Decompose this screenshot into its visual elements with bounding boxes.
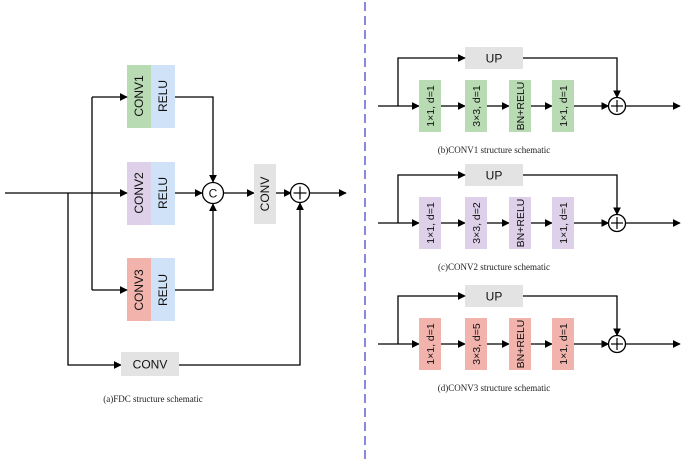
relu3-to-concat: [175, 203, 217, 291]
shortcut-conv-to-add: [179, 202, 304, 366]
panel-a: CONV1 RELU CONV2 RELU CONV3 RELU C CONV …: [5, 65, 347, 404]
conv1-up-label: UP: [486, 52, 503, 66]
conv3-caption: (d)CONV3 structure schematic: [438, 383, 550, 393]
conv3-block-2-label: 3×3, d=5: [471, 323, 483, 365]
relu3-block: [151, 258, 175, 321]
relu1-label: RELU: [156, 80, 170, 112]
conv1-block-1-label: 1×1, d=1: [425, 85, 437, 127]
panel-conv2: UP 1×1, d=1 3×3, d=2 BN+RELU 1×1, d=1 (c)CONV…: [378, 164, 681, 272]
conv1-caption: (b)CONV1 structure schematic: [438, 145, 550, 155]
conv2-label: CONV2: [132, 172, 146, 214]
conv3-block-4: [552, 318, 574, 370]
conv3-skip-out: [523, 295, 621, 337]
conv2-skip-out: [523, 174, 621, 216]
conv3-block-3: [509, 318, 531, 370]
conv-after-concat: [254, 164, 276, 224]
conv2-block-3: [509, 197, 531, 249]
caption-a: (a)FDC structure schematic: [103, 394, 202, 404]
conv-after-concat-label: CONV: [258, 177, 272, 212]
conv1-block-2-label: 3×3, d=1: [471, 85, 483, 127]
conv2-block: [127, 162, 151, 225]
conv1-block-3: [509, 80, 531, 132]
conv1-label: CONV1: [132, 75, 146, 117]
conv3-up-label: UP: [486, 290, 503, 304]
conv2-block-2-label: 3×3, d=2: [471, 202, 483, 244]
conv3-block-3-label: BN+RELU: [515, 320, 527, 369]
panel-conv3: UP 1×1, d=1 3×3, d=5 BN+RELU 1×1, d=1 (d)CONV…: [378, 285, 681, 393]
conv1-block-4-label: 1×1, d=1: [558, 85, 570, 127]
relu1-to-concat: [175, 96, 217, 183]
conv3-block-1: [419, 318, 441, 370]
panel-conv1: UP 1×1, d=1 3×3, d=1 BN+RELU 1×1, d=1 (b)CONV…: [378, 47, 681, 155]
concat-symbol: C: [209, 187, 218, 201]
conv3-block-2: [465, 318, 487, 370]
conv3-label: CONV3: [132, 269, 146, 311]
shortcut-conv: [121, 352, 179, 376]
conv2-up-block: [465, 164, 523, 186]
relu2-block: [151, 162, 175, 225]
conv2-up-label: UP: [486, 169, 503, 183]
relu3-label: RELU: [156, 274, 170, 306]
conv1-block-2: [465, 80, 487, 132]
conv1-block-3-label: BN+RELU: [515, 82, 527, 131]
conv2-skip-in: [397, 171, 466, 223]
conv3-up-block: [465, 285, 523, 307]
conv2-caption: (c)CONV2 structure schematic: [438, 262, 550, 272]
conv2-block-3-label: BN+RELU: [515, 199, 527, 248]
concat-node: [201, 181, 225, 205]
conv1-skip-out: [523, 57, 621, 99]
conv2-block-2: [465, 197, 487, 249]
conv2-block-4-label: 1×1, d=1: [558, 202, 570, 244]
conv2-block-1-label: 1×1, d=1: [425, 202, 437, 244]
conv3-block: [127, 258, 151, 321]
conv1-block-1: [419, 80, 441, 132]
conv3-block-4-label: 1×1, d=1: [558, 323, 570, 365]
conv1-up-block: [465, 47, 523, 69]
relu2-label: RELU: [156, 177, 170, 209]
conv3-block-1-label: 1×1, d=1: [425, 323, 437, 365]
conv3-skip-in: [397, 292, 466, 344]
relu1-block: [151, 65, 175, 128]
conv2-block-1: [419, 197, 441, 249]
conv1-block-4: [552, 80, 574, 132]
conv1-skip-in: [397, 54, 466, 106]
conv1-block: [127, 65, 151, 128]
shortcut-conv-label: CONV: [133, 358, 168, 372]
conv2-block-4: [552, 197, 574, 249]
shortcut-line: [67, 193, 122, 369]
